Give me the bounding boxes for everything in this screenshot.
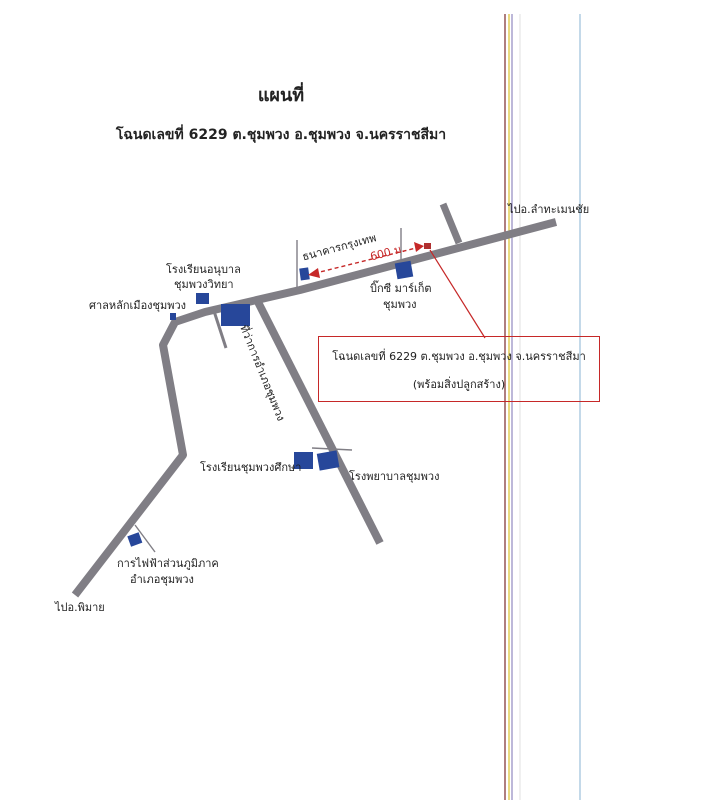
edge-lines [504, 14, 581, 800]
pea-building [127, 532, 143, 547]
bigc-building [394, 260, 414, 280]
district-road [254, 300, 384, 545]
distance-arrow [308, 242, 424, 278]
plot-marker [424, 243, 431, 249]
label-bigc-line2: ชุมพวง [383, 298, 417, 311]
bank-building [299, 267, 310, 281]
label-school: โรงเรียนชุมพวงศึกษา [200, 461, 302, 474]
top-side-road [439, 202, 463, 245]
main-road [71, 218, 558, 598]
label-kindergarten-line1: โรงเรียนอนุบาล [166, 263, 241, 276]
label-to-lam-thamenchai: ไปอ.ลำทะเมนชัย [508, 203, 590, 216]
map-title: แผนที่ [257, 85, 305, 106]
pea-side-road [134, 524, 156, 553]
plot-box-line2: (พร้อมสิ่งปลูกสร้าง) [412, 378, 506, 391]
school-building [294, 452, 313, 469]
label-to-phimai: ไปอ.พิมาย [55, 601, 105, 614]
label-city-pillar: ศาลหลักเมืองชุมพวง [89, 299, 187, 312]
label-bigc-line1: บิ๊กซี มาร์เก็ต [370, 282, 432, 295]
label-pea-line2: อำเภอชุมพวง [130, 573, 194, 586]
kindergarten-building [196, 293, 209, 304]
plot-info-box: โฉนดเลขที่ 6229 ต.ชุมพวง อ.ชุมพวง จ.นครร… [318, 336, 600, 402]
district-office-building [221, 304, 250, 326]
leader-line [429, 249, 486, 339]
label-hospital: โรงพยาบาลชุมพวง [349, 470, 440, 483]
pillar-side-road [211, 307, 228, 349]
plot-box-line1: โฉนดเลขที่ 6229 ต.ชุมพวง อ.ชุมพวง จ.นครร… [332, 350, 586, 363]
label-kindergarten-line2: ชุมพวงวิทยา [174, 278, 234, 291]
hospital-building [316, 450, 340, 471]
label-pea-line1: การไฟฟ้าส่วนภูมิภาค [117, 557, 219, 570]
map-subtitle: โฉนดเลขที่ 6229 ต.ชุมพวง อ.ชุมพวง จ.นครร… [115, 127, 447, 143]
pillar-building [170, 313, 176, 320]
hospital-side-road [311, 447, 353, 451]
